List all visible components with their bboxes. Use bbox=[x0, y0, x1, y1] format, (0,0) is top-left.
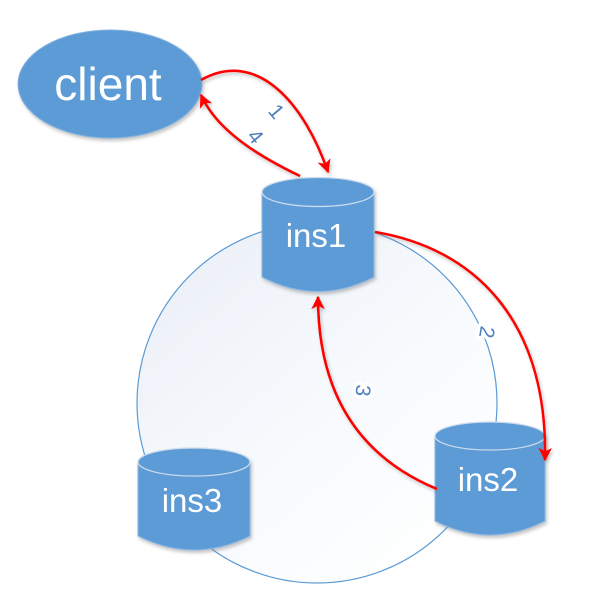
edge-arrows bbox=[199, 69, 553, 491]
ins3-node-label: ins3 bbox=[162, 482, 223, 519]
client-ellipse-shape bbox=[17, 29, 203, 139]
ins3-cylinder-body bbox=[137, 461, 251, 551]
node-client: client bbox=[17, 29, 203, 139]
edge-label-1: 1 bbox=[263, 100, 288, 124]
edge-ins1-to-client bbox=[199, 93, 301, 178]
node-ins3: ins3 bbox=[137, 447, 251, 551]
ins2-cylinder-top bbox=[434, 421, 546, 451]
client-node-label: client bbox=[54, 58, 162, 110]
edge-client-to-ins1 bbox=[200, 69, 331, 174]
ins1-node-label: ins1 bbox=[286, 217, 347, 254]
edge-label-3: 3 bbox=[351, 384, 375, 398]
ins2-cylinder-body bbox=[434, 435, 546, 536]
node-ins2: ins2 bbox=[434, 421, 546, 536]
ins3-cylinder-top bbox=[137, 447, 251, 477]
edge-ins2-to-ins1 bbox=[311, 295, 438, 491]
ins1-cylinder-top bbox=[261, 176, 375, 208]
edge-ins1-to-ins2 bbox=[374, 230, 553, 462]
ins2-node-label: ins2 bbox=[458, 461, 519, 498]
node-ins1: ins1 bbox=[261, 176, 375, 292]
ins1-cylinder-body bbox=[261, 191, 375, 292]
